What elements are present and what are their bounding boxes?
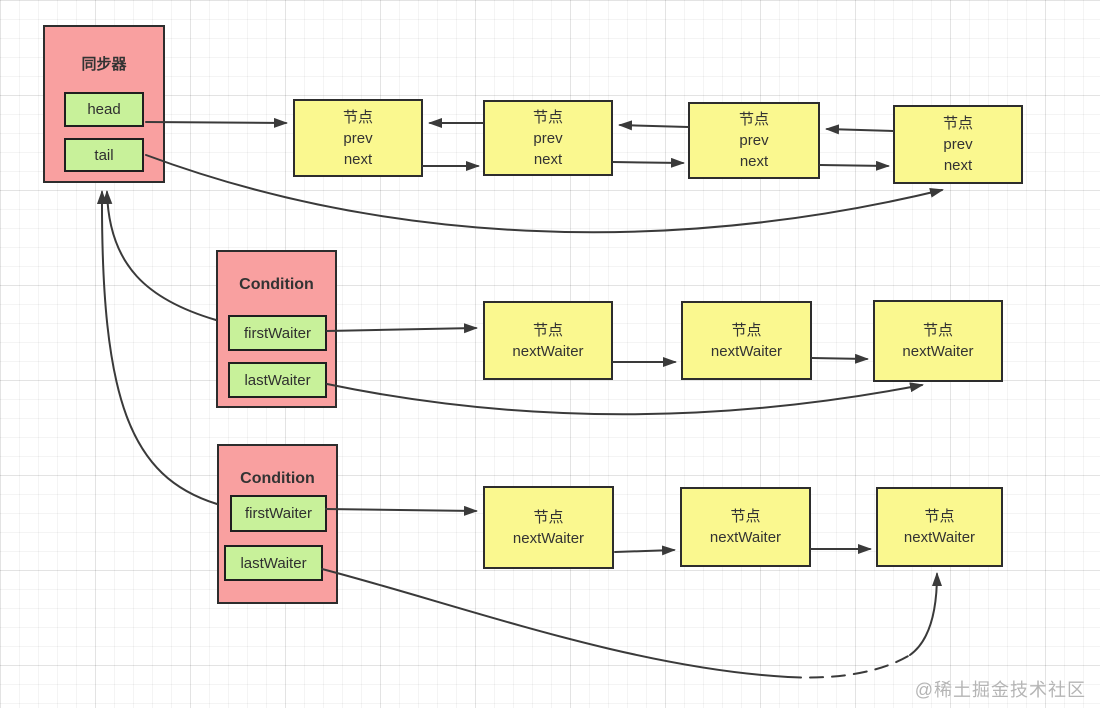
node-nextwaiter-label: nextWaiter xyxy=(512,529,585,547)
waiter1-node-1: 节点 nextWaiter xyxy=(483,301,613,380)
node-next-label: next xyxy=(739,153,769,170)
node-prev-label: prev xyxy=(739,132,769,149)
node-next-label: next xyxy=(533,150,563,168)
sync-node-1: 节点 prev next xyxy=(293,99,423,177)
node-label: 节点 xyxy=(533,508,564,526)
node-label: 节点 xyxy=(738,111,769,128)
sync-node-4: 节点 prev next xyxy=(893,105,1023,184)
last-waiter-field: lastWaiter xyxy=(224,545,323,581)
arrow-waiter1-node2-to-node3 xyxy=(811,353,869,364)
node-next-label: next xyxy=(943,157,973,174)
node-nextwaiter-label: nextWaiter xyxy=(903,529,976,546)
sync-node-3: 节点 prev next xyxy=(688,102,820,179)
arrow-head-to-node1 xyxy=(145,117,288,128)
node-label: 节点 xyxy=(342,108,373,126)
waiter2-node-1: 节点 nextWaiter xyxy=(483,486,614,569)
arrow-condition2-to-synchronizer xyxy=(96,190,218,505)
arrow-lastwaiter2-to-waiter2node3 xyxy=(909,572,942,656)
arrow-next-node2-to-node3 xyxy=(612,157,685,168)
arrow-waiter2-node1-to-node2 xyxy=(614,545,676,556)
node-nextwaiter-label: nextWaiter xyxy=(709,529,782,546)
waiter2-node-2: 节点 nextWaiter xyxy=(680,487,811,567)
node-label: 节点 xyxy=(731,321,762,339)
arrow-firstwaiter1-to-waiter1node1 xyxy=(326,323,478,334)
arrow-firstwaiter2-to-waiter2node1 xyxy=(325,505,478,516)
sync-node-2: 节点 prev next xyxy=(483,100,613,176)
arrow-next-node3-to-node4 xyxy=(819,160,890,171)
arrow-lastwaiter1-to-waiter1node3 xyxy=(326,382,924,416)
node-label: 节点 xyxy=(942,115,973,132)
tail-field: tail xyxy=(64,138,144,172)
synchronizer-box: 同步器 head tail xyxy=(43,25,165,183)
node-next-label: next xyxy=(343,150,373,168)
waiter1-node-3: 节点 nextWaiter xyxy=(873,300,1003,382)
watermark: @稀土掘金技术社区 xyxy=(914,680,1086,700)
arrow-condition1-to-synchronizer xyxy=(102,190,217,321)
node-label: 节点 xyxy=(924,508,955,525)
node-label: 节点 xyxy=(532,321,563,339)
node-nextwaiter-label: nextWaiter xyxy=(512,342,584,360)
node-prev-label: prev xyxy=(943,136,973,153)
condition-title: Condition xyxy=(239,276,314,293)
node-prev-label: prev xyxy=(533,129,563,147)
node-nextwaiter-label: nextWaiter xyxy=(710,342,783,360)
arrow-prev-node4-to-node3 xyxy=(825,124,894,135)
condition-box-2: Condition firstWaiter lastWaiter xyxy=(217,444,338,604)
condition-box-1: Condition firstWaiter lastWaiter xyxy=(216,250,337,408)
node-prev-label: prev xyxy=(343,129,373,147)
last-waiter-field: lastWaiter xyxy=(228,362,327,398)
node-label: 节点 xyxy=(730,508,761,525)
synchronizer-title: 同步器 xyxy=(81,56,127,73)
condition-title: Condition xyxy=(240,470,315,487)
node-label: 节点 xyxy=(532,108,563,126)
arrow-prev-node3-to-node2 xyxy=(618,120,689,131)
head-field: head xyxy=(64,92,144,127)
curve-lastwaiter2-solid xyxy=(321,568,789,678)
curve-lastwaiter2-dashed xyxy=(787,654,911,679)
node-nextwaiter-label: nextWaiter xyxy=(902,343,974,360)
waiter1-node-2: 节点 nextWaiter xyxy=(681,301,812,380)
node-label: 节点 xyxy=(922,322,953,339)
first-waiter-field: firstWaiter xyxy=(228,315,327,351)
waiter2-node-3: 节点 nextWaiter xyxy=(876,487,1003,567)
first-waiter-field: firstWaiter xyxy=(230,495,327,532)
